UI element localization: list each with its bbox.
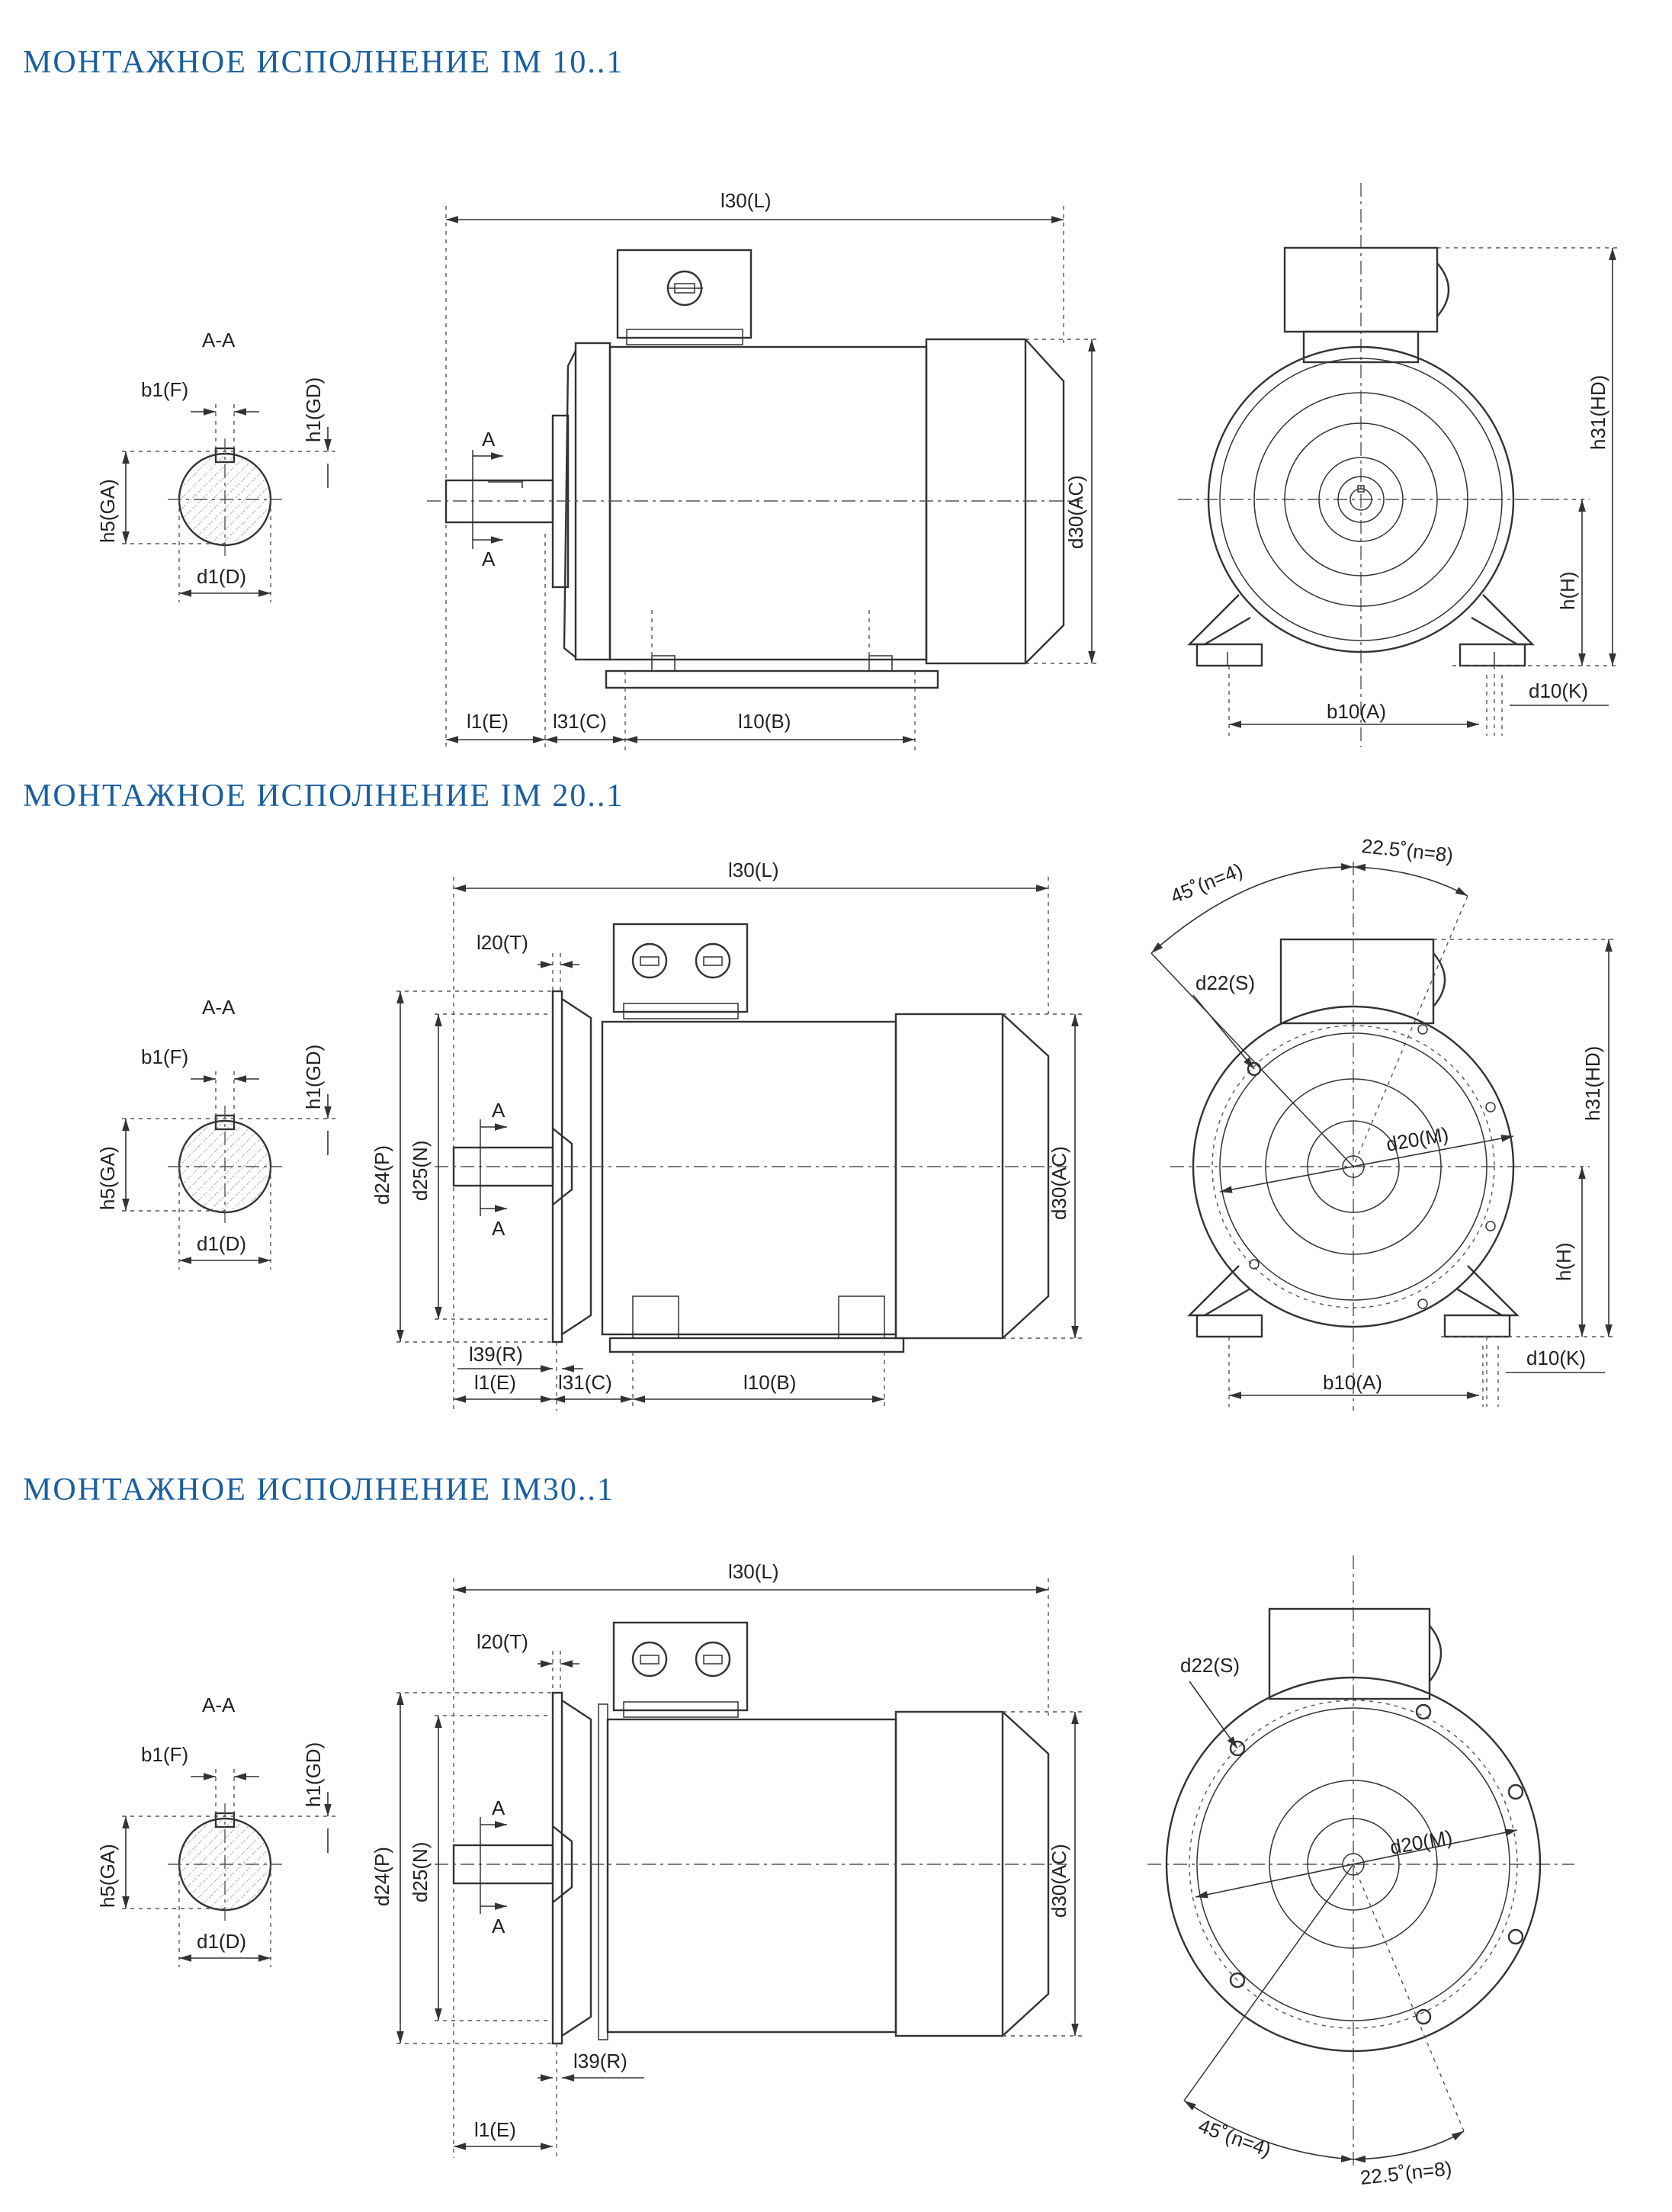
label-l39: l39(R) [469, 1343, 523, 1366]
shaft-section-aa: A-A b1(F) h1(GD) h5(GA) d1(D) [96, 329, 335, 602]
label-angle45: 45˚(n=4) [1167, 859, 1246, 908]
motor-side-view: l30(L) l20(T) A A d24(P) d25(N [371, 1560, 1083, 2158]
label-section-aa: A-A [202, 996, 236, 1019]
label-h: h(H) [1552, 1242, 1575, 1281]
motor-front-view: d22(S) d20(M) 45˚(n=4) 22.5˚(n=8) [1147, 1555, 1574, 2189]
label-l31: l31(C) [558, 1371, 612, 1394]
label-l20: l20(T) [477, 1630, 528, 1653]
label-a-bottom: A [482, 547, 496, 570]
label-d1: d1(D) [197, 1232, 246, 1255]
label-angle22: 22.5˚(n=8) [1359, 2157, 1452, 2189]
label-d25: d25(N) [409, 1842, 432, 1902]
label-b10: b10(A) [1323, 1371, 1382, 1394]
label-d22: d22(S) [1180, 1654, 1240, 1677]
label-d24: d24(P) [371, 1145, 393, 1205]
motor-front-view: 45˚(n=4) 22.5˚(n=8) d22(S) d20(M) h31(HD… [1151, 834, 1616, 1411]
label-b1: b1(F) [141, 1045, 188, 1068]
label-h31: h31(HD) [1581, 1046, 1604, 1121]
motor-side-view: l30(L) A A d30(AC) [427, 189, 1098, 751]
label-h1: h1(GD) [302, 1045, 325, 1109]
shaft-section-aa: A-A b1(F) h1(GD) h5(GA) d1(D) [96, 1694, 335, 1967]
label-a-bottom: A [492, 1217, 505, 1240]
motor-front-view: h31(HD) h(H) b10(A) d10(K) [1178, 183, 1620, 747]
label-section-aa: A-A [202, 329, 236, 352]
label-h: h(H) [1556, 571, 1579, 610]
shaft-section-aa: A-A b1(F) h1(GD) h5(GA) d1(D) [96, 996, 335, 1270]
label-l10: l10(B) [738, 710, 791, 733]
label-b10: b10(A) [1327, 700, 1386, 723]
label-d30: d30(AC) [1064, 475, 1087, 549]
label-l30: l30(L) [720, 189, 771, 212]
label-l1: l1(E) [474, 2118, 516, 2141]
section-title-im10: МОНТАЖНОЕ ИСПОЛНЕНИЕ IM 10..1 [23, 45, 624, 80]
label-l20: l20(T) [477, 931, 528, 954]
label-d30: d30(AC) [1048, 1146, 1070, 1220]
label-d10: d10(K) [1529, 679, 1588, 702]
label-h5: h5(GA) [96, 1146, 119, 1210]
label-h1: h1(GD) [302, 1742, 325, 1807]
label-d1: d1(D) [197, 1930, 246, 1953]
label-b1: b1(F) [141, 378, 188, 401]
label-d22: d22(S) [1195, 971, 1255, 994]
section-title-im30: МОНТАЖНОЕ ИСПОЛНЕНИЕ IM30..1 [23, 1472, 615, 1507]
label-h5: h5(GA) [96, 479, 119, 543]
label-d25: d25(N) [409, 1141, 432, 1201]
drawing-im20: A-A b1(F) h1(GD) h5(GA) d1(D) l30(L) l20… [96, 834, 1616, 1411]
motor-side-view: l30(L) l20(T) A A d24(P) d25(N [371, 859, 1083, 1411]
label-a-top: A [482, 428, 496, 451]
label-angle22: 22.5˚(n=8) [1360, 834, 1454, 866]
label-l1: l1(E) [467, 710, 509, 733]
label-d10: d10(K) [1526, 1347, 1586, 1369]
label-l30: l30(L) [728, 859, 778, 881]
section-title-im20: МОНТАЖНОЕ ИСПОЛНЕНИЕ IM 20..1 [23, 779, 624, 814]
label-l10: l10(B) [743, 1371, 796, 1394]
label-section-aa: A-A [202, 1694, 236, 1716]
label-h5: h5(GA) [96, 1844, 119, 1908]
drawing-im10: A-A b1(F) h1(GD) h5(GA) d1(D) l30(L) [96, 183, 1620, 751]
label-h1: h1(GD) [302, 377, 325, 442]
label-h31: h31(HD) [1587, 375, 1609, 450]
label-l1: l1(E) [474, 1371, 516, 1394]
label-l30: l30(L) [728, 1560, 778, 1583]
label-a-bottom: A [492, 1915, 505, 1938]
label-l39: l39(R) [573, 2050, 627, 2072]
label-angle45: 45˚(n=4) [1195, 2114, 1274, 2161]
label-d30: d30(AC) [1048, 1844, 1070, 1918]
drawing-im30: A-A b1(F) h1(GD) h5(GA) d1(D) l30(L) l20… [96, 1555, 1574, 2189]
label-d20: d20(M) [1388, 1825, 1454, 1859]
label-b1: b1(F) [141, 1743, 188, 1766]
label-d20: d20(M) [1385, 1122, 1450, 1156]
label-d1: d1(D) [197, 565, 246, 588]
label-l31: l31(C) [553, 710, 607, 733]
label-d24: d24(P) [371, 1847, 393, 1906]
label-a-top: A [492, 1099, 505, 1122]
label-a-top: A [492, 1796, 505, 1819]
